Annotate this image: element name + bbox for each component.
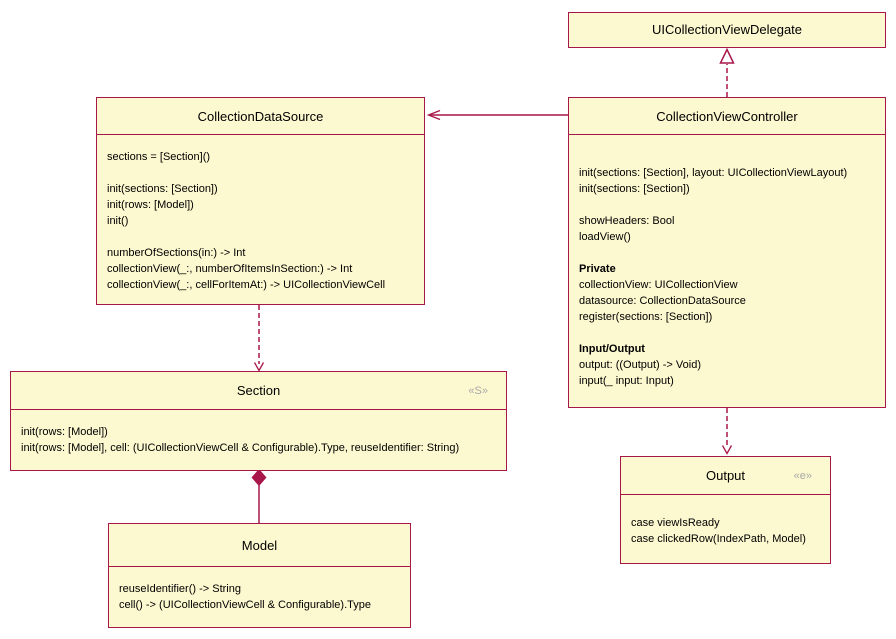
realization-arrow-controller-to-delegate[interactable] [719, 47, 735, 98]
member-line: collectionView(_:, cellForItemAt:) -> UI… [107, 279, 386, 291]
member-line: datasource: CollectionDataSource [579, 295, 746, 307]
stereotype-badge: «S» [468, 384, 488, 397]
member-line [579, 245, 875, 261]
member-line: register(sections: [Section]) [579, 311, 713, 323]
member-line: loadView() [579, 231, 631, 243]
member-line: case viewIsReady [631, 517, 720, 529]
class-box-uicollectionviewdelegate[interactable]: UICollectionViewDelegate [568, 12, 886, 48]
member-line: collectionView(_:, numberOfItemsInSectio… [107, 263, 353, 275]
dependency-arrow-datasource-to-section[interactable] [253, 305, 265, 372]
member-line: init() [107, 215, 129, 227]
association-arrow-controller-to-datasource[interactable] [426, 109, 569, 121]
member-line: init(rows: [Model]) [21, 426, 108, 438]
member-line: collectionView: UICollectionView [579, 279, 738, 291]
class-title-label: CollectionViewController [656, 108, 798, 124]
class-box-section[interactable]: Section «S» init(rows: [Model]) init(row… [10, 371, 507, 471]
member-line: case clickedRow(IndexPath, Model) [631, 533, 806, 545]
member-line: output: ((Output) -> Void) [579, 359, 701, 371]
class-title: Output «e» [621, 457, 830, 495]
member-line: showHeaders: Bool [579, 215, 675, 227]
class-box-model[interactable]: Model reuseIdentifier() -> String cell()… [108, 523, 411, 628]
class-title-label: CollectionDataSource [197, 108, 324, 124]
class-title: Model [109, 524, 410, 567]
class-title-label: Section [236, 383, 281, 398]
member-line: init(sections: [Section]) [107, 183, 218, 195]
member-line: reuseIdentifier() -> String [119, 583, 241, 595]
member-line: sections = [Section]() [107, 151, 211, 163]
member-line: init(sections: [Section], layout: UIColl… [579, 167, 848, 179]
class-title-label: Model [241, 537, 278, 553]
class-title: Section «S» [11, 372, 506, 410]
dependency-arrow-controller-to-output[interactable] [721, 408, 733, 455]
class-box-collectiondatasource[interactable]: CollectionDataSource sections = [Section… [96, 97, 425, 305]
class-members: reuseIdentifier() -> String cell() -> (U… [109, 567, 410, 619]
member-line [579, 149, 875, 165]
member-section-header: Input/Output [579, 343, 645, 355]
member-line: cell() -> (UICollectionViewCell & Config… [119, 599, 371, 611]
member-line: init(sections: [Section]) [579, 183, 690, 195]
member-line: input(_ input: Input) [579, 375, 674, 387]
composition-link-section-to-model[interactable] [251, 468, 267, 523]
class-box-collectionviewcontroller[interactable]: CollectionViewController init(sections: … [568, 97, 886, 408]
class-members: init(rows: [Model]) init(rows: [Model], … [11, 410, 506, 462]
class-members: case viewIsReady case clickedRow(IndexPa… [621, 495, 830, 553]
member-line [579, 197, 875, 213]
class-members: sections = [Section]() init(sections: [S… [97, 135, 424, 299]
member-line: numberOfSections(in:) -> Int [107, 247, 246, 259]
member-line [579, 325, 875, 341]
member-line [107, 165, 414, 181]
class-members: init(sections: [Section], layout: UIColl… [569, 135, 885, 395]
class-title: CollectionViewController [569, 98, 885, 135]
member-line: init(rows: [Model], cell: (UICollectionV… [21, 442, 460, 454]
class-title: UICollectionViewDelegate [569, 13, 885, 46]
member-line: init(rows: [Model]) [107, 199, 194, 211]
class-title: CollectionDataSource [97, 98, 424, 135]
member-line [107, 229, 414, 245]
stereotype-badge: «e» [793, 469, 812, 482]
class-title-label: Output [705, 468, 746, 483]
class-box-output[interactable]: Output «e» case viewIsReady case clicked… [620, 456, 831, 564]
class-title-label: UICollectionViewDelegate [651, 22, 803, 37]
member-section-header: Private [579, 263, 616, 275]
